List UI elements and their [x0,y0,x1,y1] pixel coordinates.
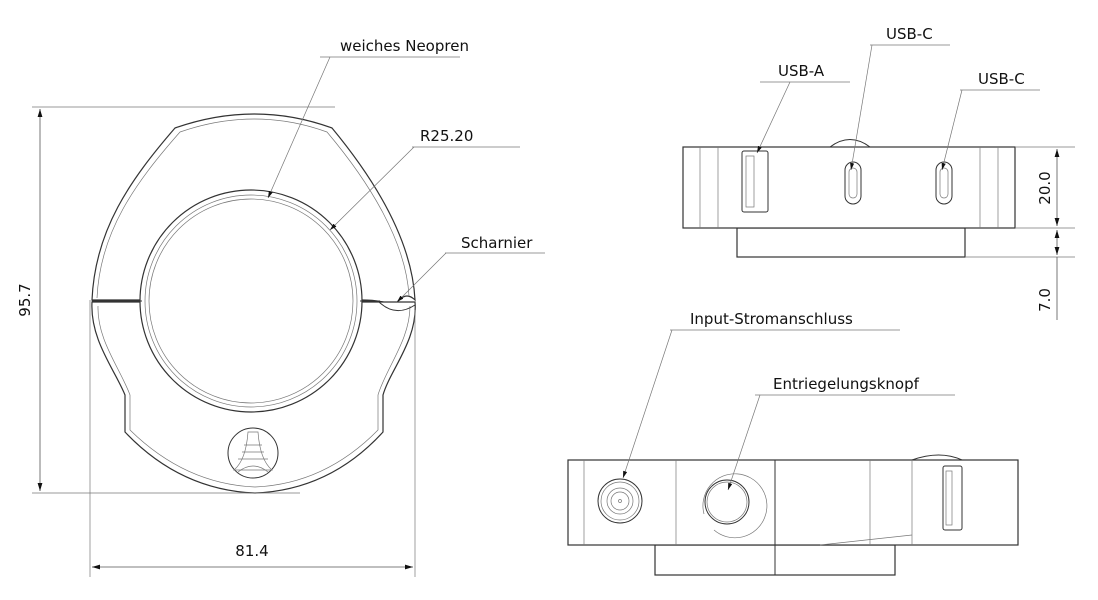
front-view: 95.7 81.4 weiches Neopren R25.20 Scharni… [16,37,545,577]
callout-label: USB-C [886,25,933,43]
callout-release-button: Entriegelungsknopf [727,375,955,491]
thickness-dimension: 20.0 7.0 [965,146,1075,320]
callout-label: Input-Stromanschluss [690,310,853,328]
height-value: 95.7 [16,283,34,316]
callout-usb-c-2: USB-C [941,70,1040,171]
hinge [377,300,416,312]
callout-usb-c-1: USB-C [850,25,950,171]
logo-icon [227,427,279,479]
side-view-controls: Input-Stromanschluss Entriegelungsknopf [567,310,1019,576]
callout-label: USB-C [978,70,1025,88]
callout-label: USB-A [778,62,825,80]
usb-a-port [741,150,769,213]
callout-usb-a: USB-A [756,62,850,154]
width-dimension: 81.4 [89,300,416,577]
callout-label: weiches Neopren [340,37,469,55]
inner-ring [139,189,363,413]
release-button-icon [702,473,768,539]
power-jack-icon [597,478,643,524]
side-view-usb: 20.0 7.0 USB-A USB-C USB-C [682,25,1075,320]
width-value: 81.4 [235,542,268,560]
callout-label: Entriegelungsknopf [773,375,920,393]
callout-neoprene: weiches Neopren [267,37,469,199]
body-thickness-value: 20.0 [1036,171,1054,204]
callout-power-input: Input-Stromanschluss [622,310,900,479]
usb-a-port [942,465,963,531]
callout-radius: R25.20 [329,127,520,231]
height-dimension: 95.7 [16,106,335,494]
callout-hinge: Scharnier [396,234,545,303]
callout-label: Scharnier [461,234,533,252]
callout-label: R25.20 [420,127,473,145]
base-thickness-value: 7.0 [1036,288,1054,312]
